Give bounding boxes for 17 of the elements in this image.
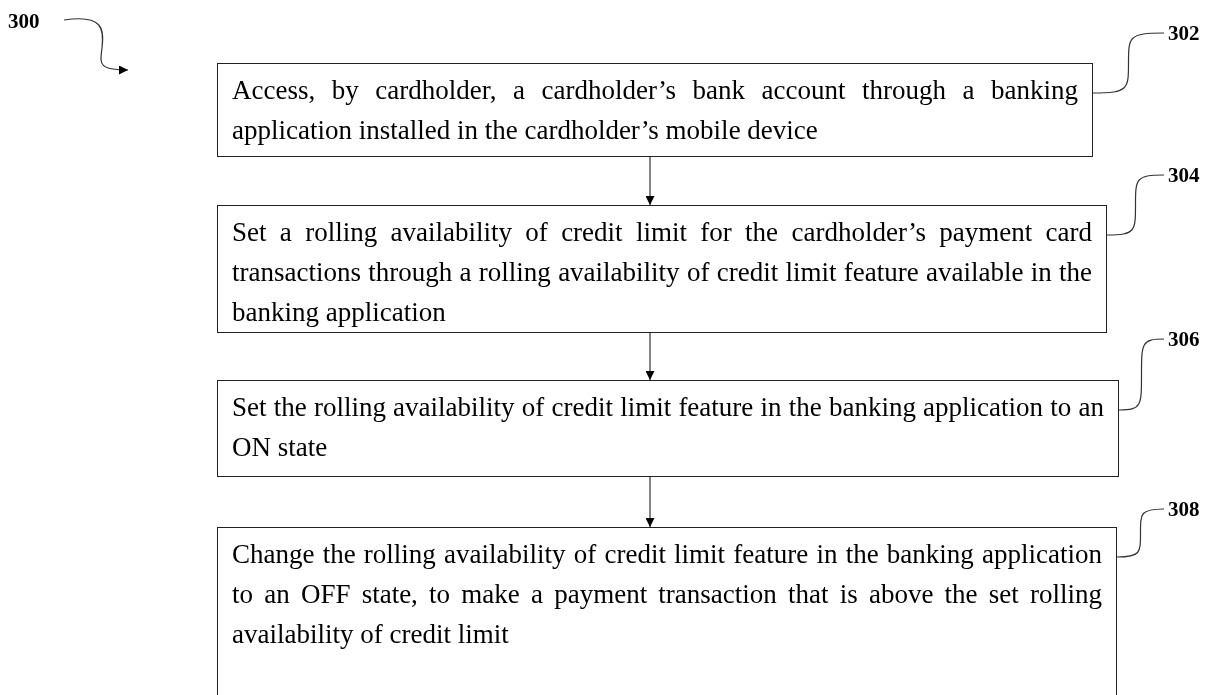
leader-line [1116,508,1165,558]
arrow [645,156,655,206]
reference-number: 300 [8,8,54,34]
reference-number: 304 [1168,162,1214,188]
leader-line [1106,174,1165,236]
process-box: Access, by cardholder, a cardholder’s bank account through a banking application installed in the cardholder’s mobile device [217,63,1093,157]
arrow [645,476,655,528]
reference-number: 302 [1168,20,1214,46]
leader-line [1118,338,1165,411]
process-box: Change the rolling availability of credit limit feature in the banking application to an OFF state, to make a payment transaction that is above the set rolling availability of credit limit [217,527,1117,695]
leader-line [1092,32,1165,94]
arrow [645,332,655,381]
reference-number: 306 [1168,326,1214,352]
reference-number: 308 [1168,496,1214,522]
process-box: Set a rolling availability of credit limit for the cardholder’s payment card transactions through a rolling availability of credit limit feature available in the banking application [217,205,1107,333]
arrow [63,18,129,75]
process-box: Set the rolling availability of credit limit feature in the banking application to an ON state [217,380,1119,477]
